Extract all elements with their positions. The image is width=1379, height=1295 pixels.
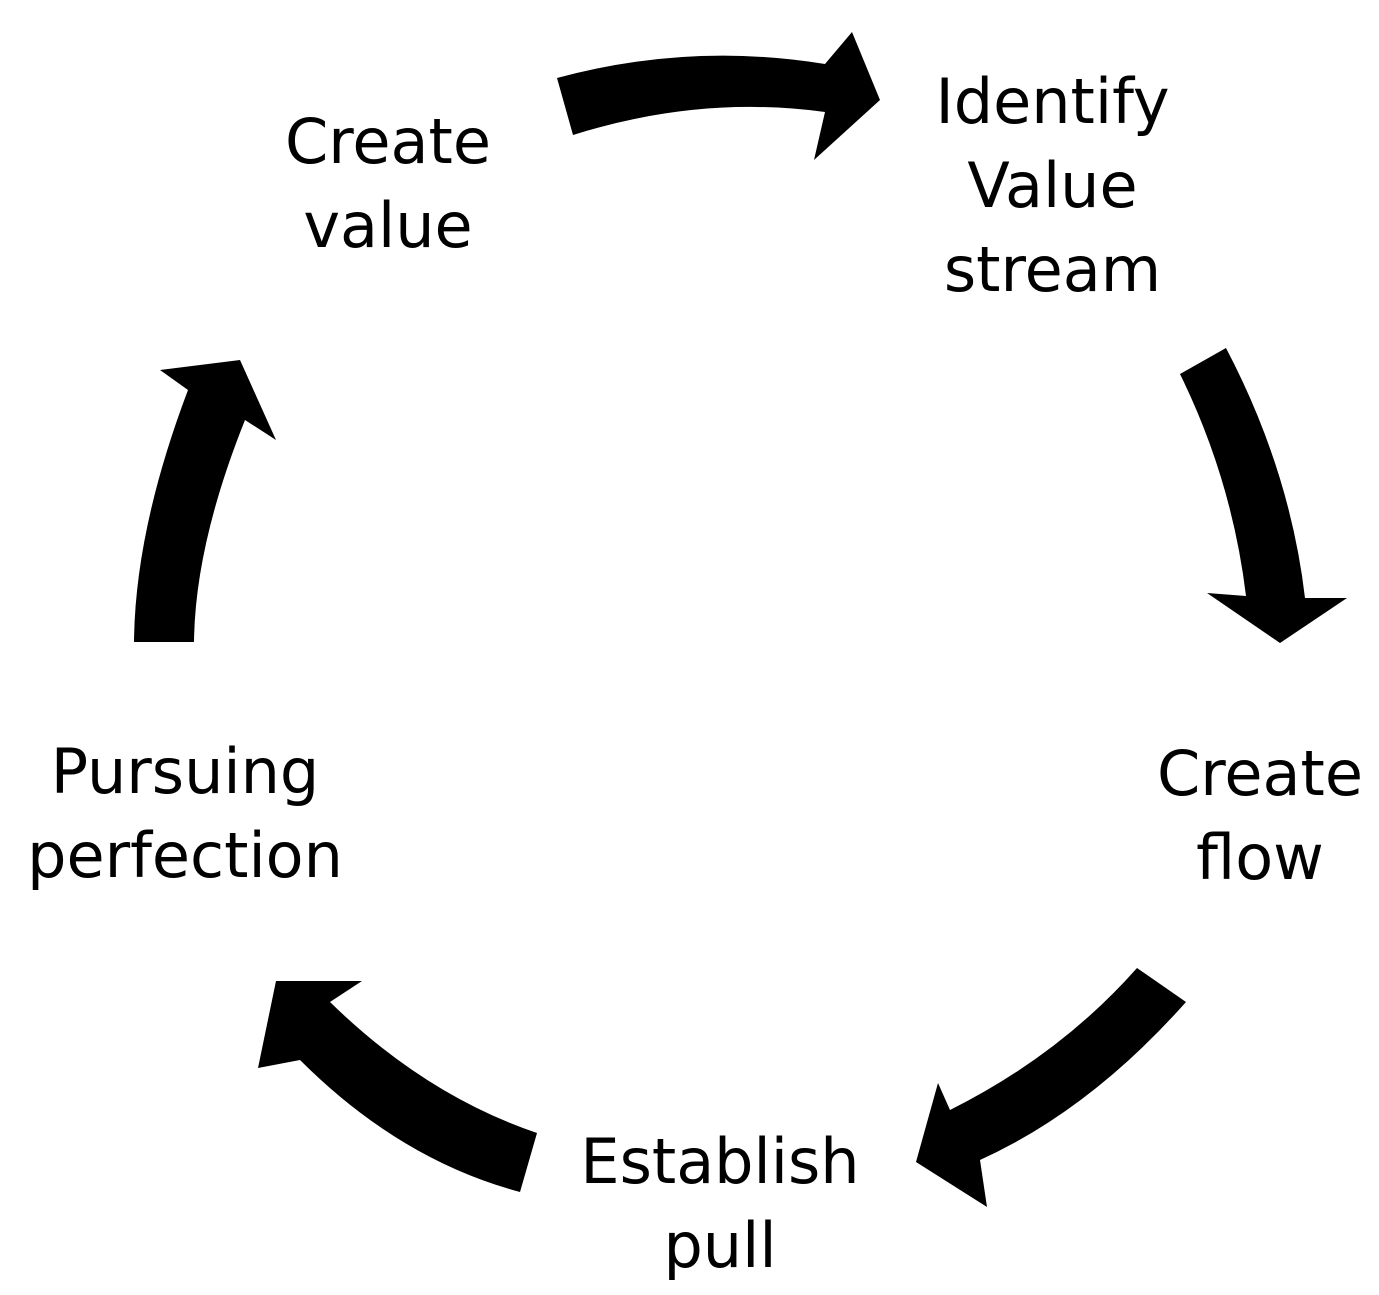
step-line: Create: [284, 105, 491, 178]
step-line: Value: [967, 149, 1138, 222]
step-line: Establish: [580, 1125, 860, 1198]
cycle-arrow-create-flow-to-establish-pull: [916, 968, 1186, 1207]
step-line: pull: [663, 1209, 777, 1282]
cycle-arrow-create-value-to-identify-value-stream: [557, 32, 880, 160]
step-line: perfection: [27, 819, 343, 892]
cycle-arrow-establish-pull-to-pursuing-perfection: [258, 981, 537, 1192]
step-line: Pursuing: [50, 735, 320, 808]
step-line: Identify: [935, 65, 1170, 138]
step-line: flow: [1196, 821, 1324, 894]
step-identify-value-stream: Identify Value stream: [920, 60, 1185, 312]
cycle-arrow-identify-value-stream-to-create-flow: [1180, 348, 1347, 643]
step-create-flow: Create flow: [1150, 732, 1370, 900]
step-establish-pull: Establish pull: [565, 1120, 875, 1288]
step-create-value: Create value: [278, 100, 498, 268]
cycle-arrow-pursuing-perfection-to-create-value: [134, 360, 276, 642]
step-pursuing-perfection: Pursuing perfection: [15, 730, 355, 898]
step-line: value: [303, 189, 473, 262]
step-line: stream: [943, 233, 1162, 306]
step-line: Create: [1156, 737, 1363, 810]
